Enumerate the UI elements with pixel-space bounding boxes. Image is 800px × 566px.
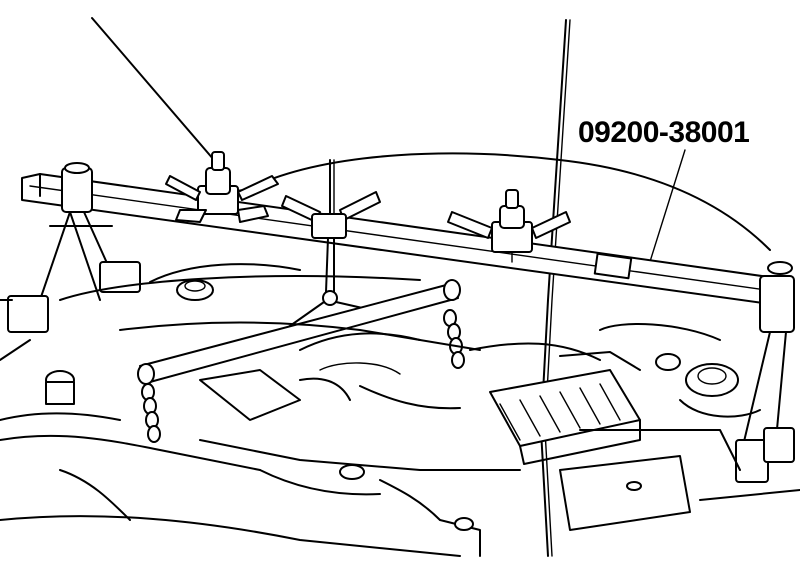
engine-block-lower [0, 370, 800, 557]
callout-leader-line [647, 149, 686, 269]
hook-knob-center [269, 159, 381, 341]
hook-knob-left [165, 151, 279, 223]
air-cleaner-box [489, 351, 641, 465]
pointer-line [91, 17, 215, 161]
left-beam-bracket [0, 162, 141, 361]
lifting-arm [137, 279, 461, 385]
chain-right [443, 309, 465, 369]
engine-components [59, 263, 761, 421]
part-number-label: 09200-38001 [578, 116, 750, 149]
chain-left [141, 383, 161, 443]
hook-knob-right [447, 189, 571, 263]
lifting-rod [540, 19, 571, 557]
